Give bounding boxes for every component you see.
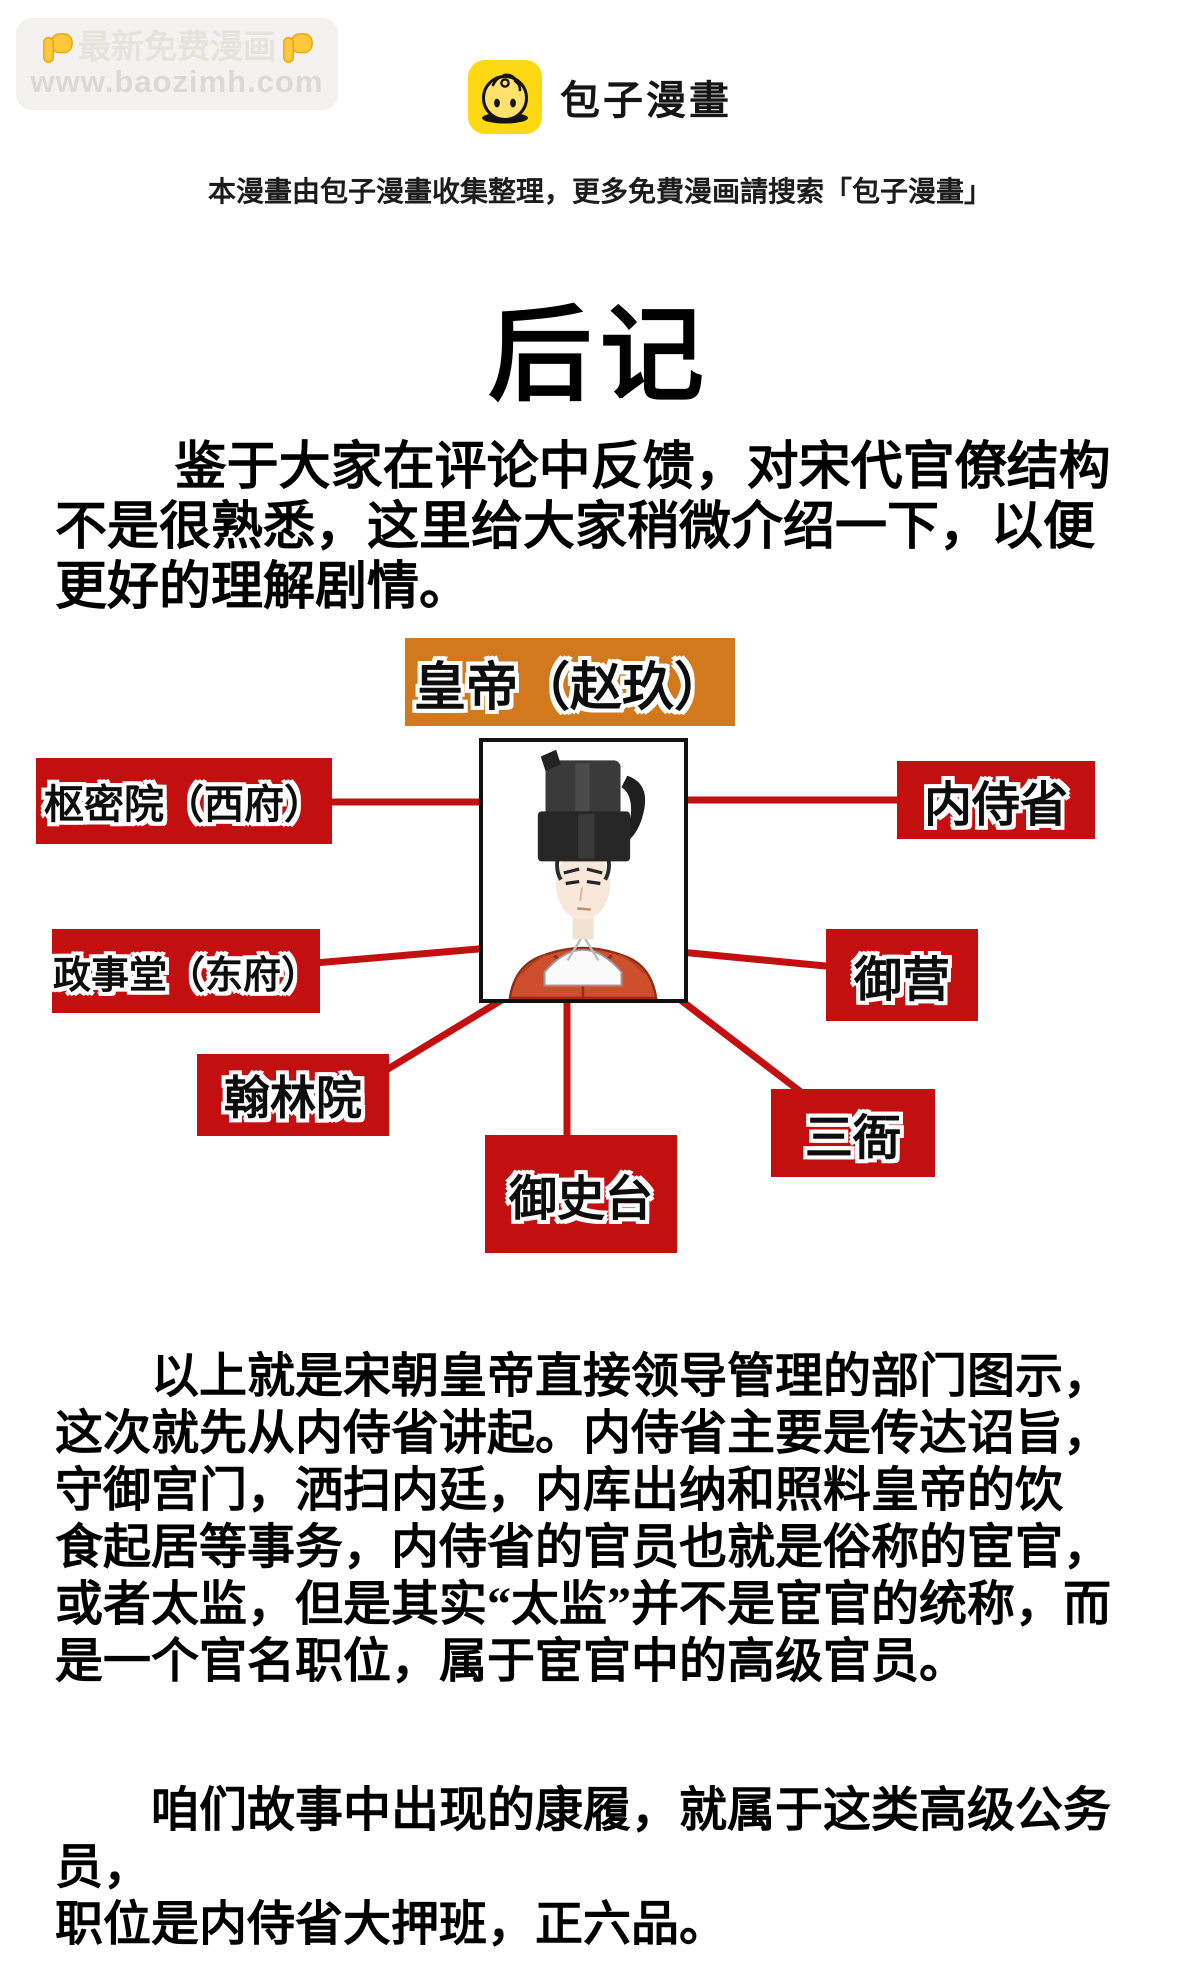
org-node-yuying: 御营 bbox=[826, 929, 978, 1021]
pointing-down-hand-icon bbox=[43, 33, 73, 63]
collection-notice: 本漫畫由包子漫畫收集整理，更多免費漫画請搜索「包子漫畫」 bbox=[207, 176, 992, 207]
emperor-portrait bbox=[479, 738, 688, 1003]
intro-paragraph: 鉴于大家在评论中反馈，对宋代官僚结构 不是很熟悉，这里给大家稍微介绍一下，以便 … bbox=[55, 439, 1111, 616]
baozi-bun-icon bbox=[468, 60, 542, 134]
brand-name: 包子漫畫 bbox=[560, 79, 732, 123]
org-node-neishisheng: 内侍省 bbox=[897, 761, 1095, 839]
watermark-badge: 最新免费漫画 www.baozimh.com bbox=[16, 18, 338, 110]
emperor-label: 皇帝（赵玖） bbox=[405, 638, 735, 726]
watermark-url: www.baozimh.com bbox=[30, 64, 324, 99]
page-title: 后记 bbox=[487, 299, 712, 414]
org-node-shumiyuan: 枢密院（西府） bbox=[36, 758, 332, 844]
watermark-title: 最新免费漫画 bbox=[78, 28, 276, 65]
connector-lines bbox=[314, 796, 900, 1146]
org-chart: 皇帝（赵玖） bbox=[0, 630, 1200, 1290]
org-node-zhengshitang: 政事堂（东府） bbox=[52, 929, 320, 1013]
brand-logo: 包子漫畫 bbox=[468, 60, 732, 134]
org-node-hanlinyuan: 翰林院 bbox=[197, 1054, 389, 1136]
org-node-yushitai: 御史台 bbox=[485, 1135, 677, 1253]
closing-paragraph: 咱们故事中出现的康履，就属于这类高级公务员， 职位是内侍省大押班，正六品。 bbox=[55, 1784, 1112, 1951]
pointing-down-hand-icon bbox=[283, 33, 313, 63]
body-paragraph: 以上就是宋朝皇帝直接领导管理的部门图示， 这次就先从内侍省讲起。内侍省主要是传达… bbox=[55, 1350, 1112, 1688]
watermark-title-row: 最新免费漫画 bbox=[40, 29, 314, 65]
org-node-sanya: 三衙 bbox=[771, 1089, 935, 1177]
emperor-portrait-illustration bbox=[483, 743, 684, 1000]
